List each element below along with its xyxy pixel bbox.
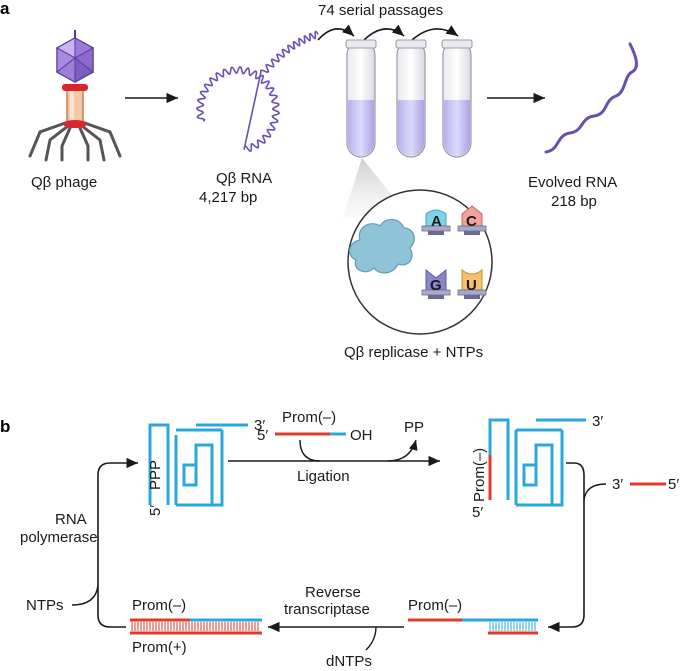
primer-join-curve xyxy=(583,483,607,501)
oligo-join-curve xyxy=(299,439,321,462)
passage-arrow-3 xyxy=(411,25,459,41)
evolved-label: Evolved RNA xyxy=(528,174,617,191)
right-three-prime: 3′ xyxy=(592,413,603,430)
dntps-label: dNTPs xyxy=(326,653,372,670)
rna-polymerase-line2: polymerase xyxy=(20,529,98,546)
oligo-five-prime: 5′ xyxy=(257,427,268,444)
nucleotide-a-letter: A xyxy=(431,213,442,230)
pp-release-curve xyxy=(387,439,418,462)
nucleotide-g-icon xyxy=(421,268,451,299)
ligation-label: Ligation xyxy=(297,468,350,485)
passages-label: 74 serial passages xyxy=(318,2,443,19)
left-five-prime: 5′ xyxy=(147,505,164,516)
phage-label: Qβ phage xyxy=(31,174,97,191)
nucleotide-u-icon xyxy=(457,268,487,299)
nucleotide-c-icon xyxy=(457,205,487,235)
duplex-left-rungs xyxy=(131,622,259,631)
cycle-arrow-left xyxy=(97,457,138,628)
panel-b-label: b xyxy=(0,417,10,436)
nucleotide-a-icon xyxy=(421,209,451,235)
ntps-label: NTPs xyxy=(26,597,64,614)
rna-polymerase-line1: RNA xyxy=(55,511,87,528)
evolved-rna-strand xyxy=(544,42,638,154)
passage-arrow-2 xyxy=(363,24,405,41)
nucleotide-g-letter: G xyxy=(430,277,442,294)
dntps-curve xyxy=(365,626,377,651)
right-prom-minus-label: Prom(–) xyxy=(471,448,488,502)
cycle-arrow-right xyxy=(548,462,585,633)
reverse-label-line1: Reverse xyxy=(305,584,361,601)
panel-a-label: a xyxy=(0,0,10,18)
duplex-right-rungs xyxy=(489,622,536,631)
replicase-protein-icon xyxy=(349,218,415,274)
rna-size: 4,217 bp xyxy=(199,189,257,206)
oligo-prom-minus-label: Prom(–) xyxy=(282,409,336,426)
rna-label: Qβ RNA xyxy=(216,170,272,187)
duplex-left-prom-minus: Prom(–) xyxy=(132,597,186,614)
ntps-curve xyxy=(71,584,99,606)
test-tube-1 xyxy=(345,39,377,158)
left-three-prime: 3′ xyxy=(254,417,265,434)
qbeta-phage-icon xyxy=(28,30,122,162)
nucleotide-u-letter: U xyxy=(466,277,477,294)
right-five-prime: 5′ xyxy=(472,504,483,521)
ppp-label: PPP xyxy=(147,460,164,490)
test-tube-3 xyxy=(441,39,473,158)
oh-label: OH xyxy=(350,427,373,444)
reverse-label-line2: transcriptase xyxy=(284,601,370,618)
primer-three-prime: 3′ xyxy=(612,476,623,493)
passage-arrow-1 xyxy=(317,24,355,41)
qbeta-rna-strand xyxy=(195,30,319,152)
pp-label: PP xyxy=(404,419,424,436)
primer-five-prime: 5′ xyxy=(668,476,679,493)
template-hairpin-left xyxy=(148,423,248,507)
test-tube-2 xyxy=(395,39,427,158)
evolved-size: 218 bp xyxy=(551,193,597,210)
duplex-left-prom-plus: Prom(+) xyxy=(132,639,187,656)
replicase-label: Qβ replicase + NTPs xyxy=(344,344,483,361)
duplex-right-prom-minus: Prom(–) xyxy=(408,597,462,614)
nucleotide-c-letter: C xyxy=(466,213,477,230)
